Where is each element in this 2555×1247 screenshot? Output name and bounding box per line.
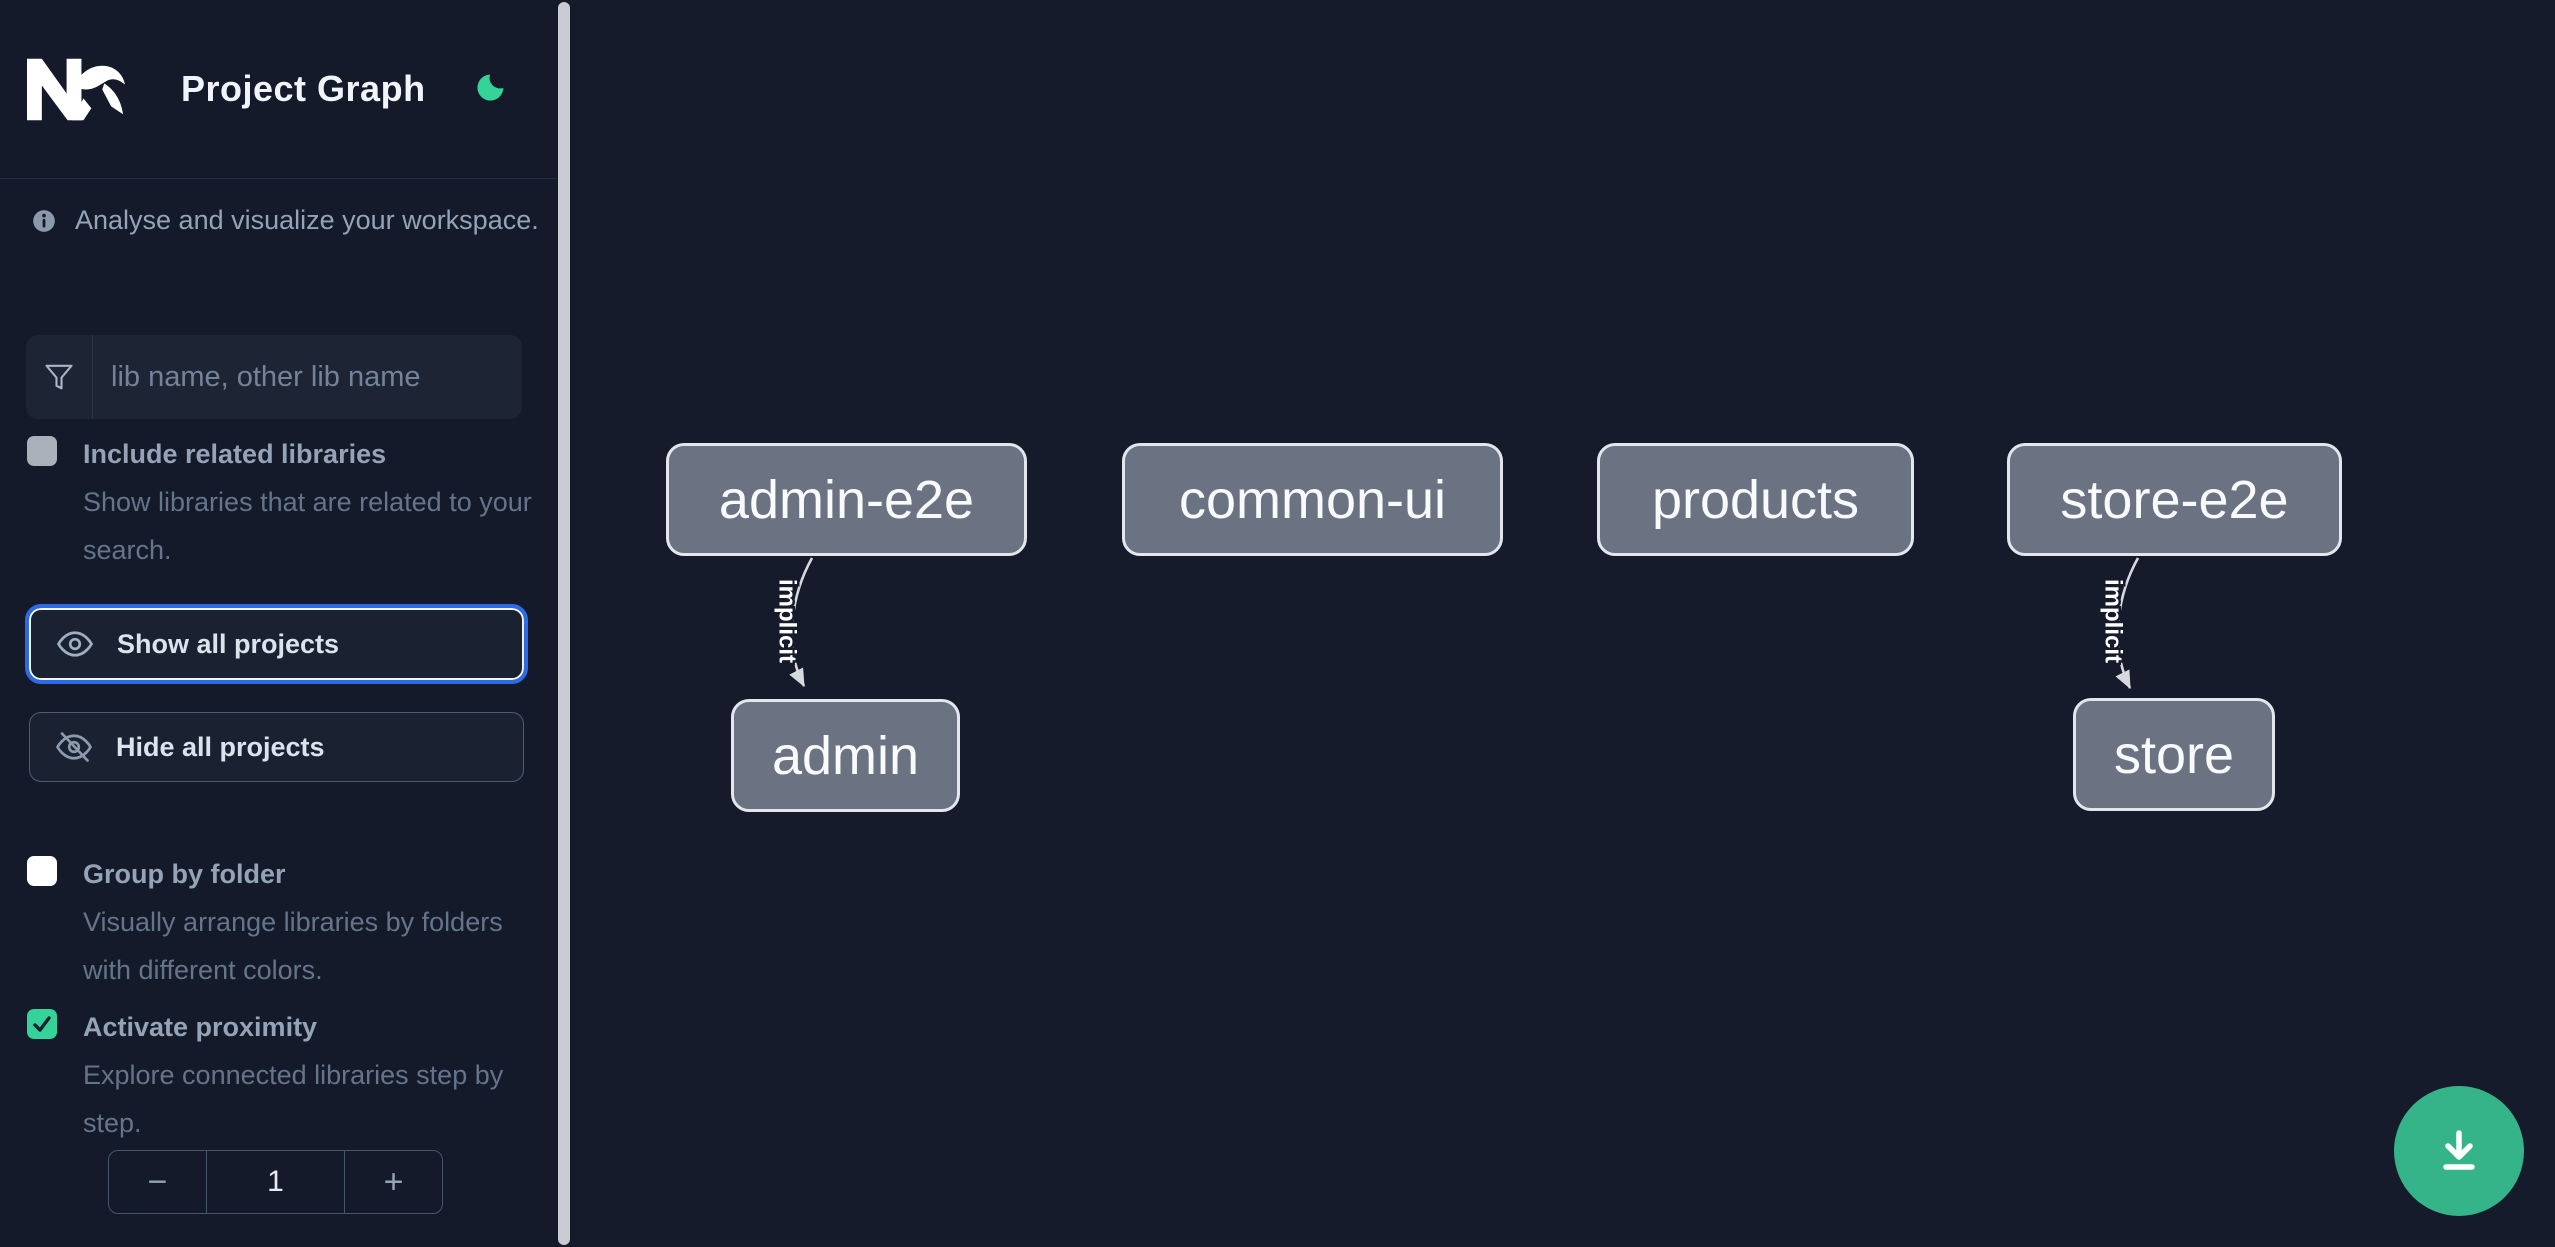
- edge-label-implicit: implicit: [774, 579, 801, 663]
- filter-icon-cell: [26, 335, 93, 419]
- proximity-increment-button[interactable]: +: [383, 1162, 404, 1201]
- option-group-by-folder: Group by folder Visually arrange librari…: [27, 850, 503, 994]
- sidebar-scrollbar: [557, 0, 571, 1247]
- graph-node-store-e2e[interactable]: store-e2e: [2007, 443, 2342, 556]
- edge-store-e2e-store[interactable]: implicit: [2097, 557, 2140, 690]
- graph-node-products[interactable]: products: [1597, 443, 1914, 556]
- node-label: admin-e2e: [718, 469, 975, 530]
- proximity-decrement-button[interactable]: −: [147, 1162, 168, 1201]
- node-label: common-ui: [1178, 469, 1447, 530]
- nx-logo: [27, 58, 126, 120]
- include-related-description: Show libraries that are related to your …: [83, 487, 532, 565]
- filter-icon: [45, 364, 73, 390]
- graph-node-store[interactable]: store: [2073, 698, 2275, 811]
- download-graph-button[interactable]: [2394, 1086, 2524, 1216]
- graph-node-admin-e2e[interactable]: admin-e2e: [666, 443, 1027, 556]
- sidebar-scrollbar-thumb[interactable]: [558, 2, 570, 1245]
- node-label: store: [2113, 724, 2235, 785]
- include-related-checkbox[interactable]: [27, 436, 57, 466]
- sidebar-header: Project Graph: [0, 0, 557, 179]
- node-label: products: [1651, 469, 1860, 530]
- download-icon: [2443, 1130, 2475, 1170]
- graph-node-admin[interactable]: admin: [731, 699, 960, 812]
- search-input[interactable]: [93, 335, 522, 419]
- hide-all-projects-label: Hide all projects: [116, 731, 325, 762]
- workspace-tagline: Analyse and visualize your workspace.: [75, 205, 539, 235]
- eye-icon: [57, 631, 93, 657]
- node-label: admin: [771, 725, 920, 786]
- group-by-folder-label[interactable]: Group by folder: [83, 859, 286, 889]
- graph-canvas[interactable]: implicit implicit admin-e2e common-ui pr…: [571, 0, 2555, 1247]
- proximity-depth-value[interactable]: 1: [206, 1151, 345, 1213]
- info-icon: [33, 209, 55, 232]
- option-include-related: Include related libraries Show libraries…: [27, 430, 557, 574]
- edge-label-implicit: implicit: [2100, 579, 2127, 663]
- option-activate-proximity: Activate proximity Explore connected lib…: [27, 1003, 533, 1147]
- edge-admin-e2e-admin[interactable]: implicit: [771, 557, 814, 688]
- group-by-folder-checkbox[interactable]: [27, 856, 57, 886]
- node-label: store-e2e: [2060, 469, 2289, 530]
- graph-edges-layer: implicit implicit: [771, 557, 2140, 690]
- graph-node-common-ui[interactable]: common-ui: [1122, 443, 1503, 556]
- hide-all-projects-button[interactable]: Hide all projects: [29, 712, 524, 782]
- checkmark-icon: [33, 1016, 51, 1032]
- activate-proximity-label[interactable]: Activate proximity: [83, 1012, 318, 1042]
- show-all-projects-label: Show all projects: [117, 628, 340, 659]
- include-related-label[interactable]: Include related libraries: [83, 439, 387, 469]
- search-box: [26, 335, 522, 419]
- show-all-projects-button[interactable]: Show all projects: [25, 604, 528, 684]
- activate-proximity-description: Explore connected libraries step by step…: [83, 1060, 504, 1138]
- page-title: Project Graph: [181, 68, 426, 109]
- dark-mode-moon-icon[interactable]: [472, 72, 506, 106]
- sidebar: Project Graph Analyse and visualize your…: [0, 0, 557, 1247]
- eye-off-icon: [56, 732, 92, 762]
- activate-proximity-checkbox[interactable]: [27, 1009, 57, 1039]
- group-by-folder-description: Visually arrange libraries by folders wi…: [83, 907, 503, 985]
- proximity-depth-stepper: − 1 +: [108, 1150, 443, 1214]
- workspace-tagline-row: Analyse and visualize your workspace.: [31, 205, 539, 236]
